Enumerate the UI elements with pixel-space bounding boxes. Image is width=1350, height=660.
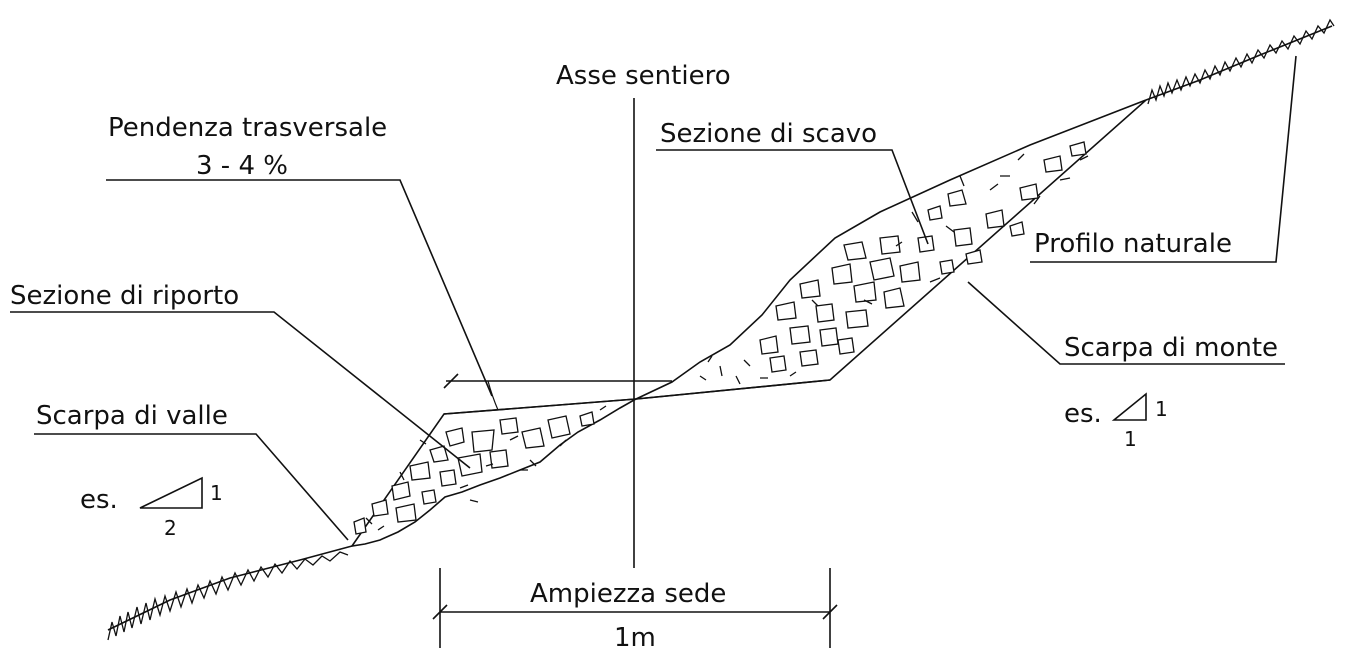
fill-section-outline (350, 398, 637, 548)
label-ampiezza-value: 1m (614, 623, 656, 653)
cut-section-texture (699, 141, 1089, 385)
label-profilo-naturale: Profilo naturale (1034, 229, 1232, 259)
horizontal-ref-tick (443, 373, 459, 389)
cut-section-outline (635, 99, 1147, 400)
label-sezione-scavo: Sezione di scavo (660, 119, 877, 149)
label-asse-sentiero: Asse sentiero (556, 61, 731, 91)
leader-monte (967, 281, 1285, 365)
grass-upper (1147, 18, 1335, 105)
ratio-triangle-valle (139, 476, 203, 509)
dimension-tick-left (432, 604, 448, 620)
leader-scavo (656, 149, 929, 245)
ratio-valle-run: 2 (164, 516, 177, 540)
label-ampiezza-sede: Ampiezza sede (530, 579, 726, 609)
leader-pendenza (106, 179, 493, 397)
ratio-valle-rise: 1 (210, 481, 223, 505)
ratio-monte-run: 1 (1124, 427, 1137, 451)
label-pendenza-title: Pendenza trasversale (108, 113, 387, 143)
ratio-monte-rise: 1 (1155, 397, 1168, 421)
grass-lower (107, 551, 349, 641)
dimension-tick-right (822, 604, 838, 620)
ratio-valle-prefix: es. (80, 485, 118, 515)
path-surface (443, 379, 831, 415)
natural-profile-lower (107, 545, 353, 631)
slope-angle-arc (487, 380, 499, 411)
leader-riporto (10, 311, 471, 469)
ratio-monte-prefix: es. (1064, 399, 1102, 429)
label-scarpa-monte: Scarpa di monte (1064, 333, 1278, 363)
label-pendenza-value: 3 - 4 % (196, 151, 288, 181)
leader-valle (34, 433, 349, 541)
ratio-triangle-monte (1111, 392, 1147, 421)
label-sezione-riporto: Sezione di riporto (10, 281, 239, 311)
fill-section-texture (353, 405, 607, 535)
label-scarpa-valle: Scarpa di valle (36, 401, 228, 431)
leader-profilo (1030, 55, 1297, 263)
